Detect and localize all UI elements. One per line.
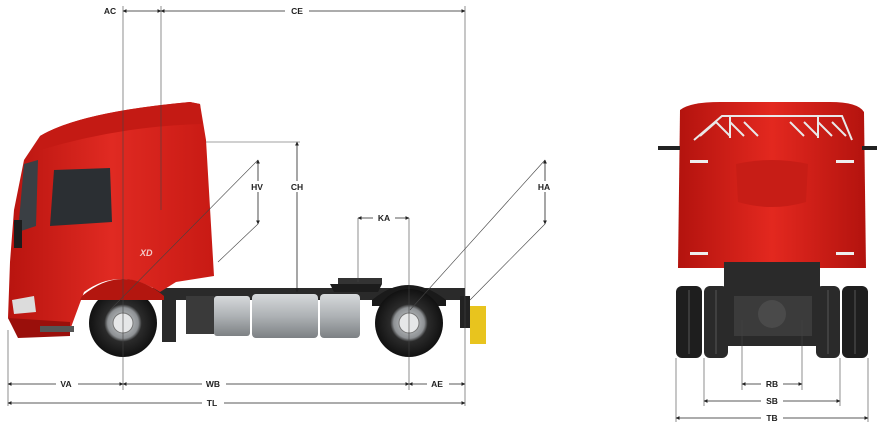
fuel-tank-3 — [320, 294, 360, 338]
rear-extension-lines — [675, 320, 869, 422]
dim-tl: TL — [7, 397, 466, 408]
rear-marker-light-left — [690, 160, 708, 163]
rear-lower-light-left — [690, 252, 708, 255]
dim-ae: AE — [408, 378, 466, 389]
dim-hv-label: HV — [251, 182, 263, 192]
rear-differential — [758, 300, 786, 328]
roof-rack — [693, 115, 853, 141]
headlight — [12, 296, 36, 314]
dim-ka: KA — [357, 212, 410, 223]
dim-tl-label: TL — [207, 398, 217, 408]
dim-ac: AC — [100, 5, 162, 16]
rear-view-truck — [658, 102, 877, 358]
dim-ch-label: CH — [291, 182, 303, 192]
fuel-tank-1 — [214, 296, 250, 336]
side-extension-lines — [7, 6, 546, 406]
cab-model-badge: XD — [139, 248, 153, 258]
front-bumper — [8, 318, 70, 338]
dim-ce-label: CE — [291, 6, 303, 16]
dim-ce: CE — [160, 5, 466, 16]
dim-ha-label: HA — [538, 182, 550, 192]
rear-left-mirror — [658, 146, 680, 150]
rear-light — [470, 306, 486, 344]
dim-rb: RB — [741, 378, 803, 389]
front-mudguard — [80, 279, 164, 300]
dim-va: VA — [7, 378, 124, 389]
dim-rb-label: RB — [766, 379, 778, 389]
front-axle-bracket — [162, 300, 176, 342]
rear-cab-panel — [736, 160, 808, 207]
dim-va-label: VA — [60, 379, 71, 389]
side-view-truck: XD — [8, 102, 486, 357]
cab-side-window — [50, 168, 112, 226]
dim-wb-label: WB — [206, 379, 220, 389]
dim-tb: TB — [675, 412, 869, 423]
fifth-wheel-plate — [338, 278, 382, 284]
side-mirror — [14, 220, 22, 248]
cab-step — [40, 326, 74, 332]
dim-sb-label: SB — [766, 396, 778, 406]
fuel-tank-2 — [252, 294, 318, 338]
battery-box — [186, 296, 214, 334]
rear-marker-light-right — [836, 160, 854, 163]
dim-tb-label: TB — [766, 413, 777, 423]
dim-sb: SB — [703, 395, 841, 406]
dim-wb: WB — [122, 378, 410, 389]
dim-ae-label: AE — [431, 379, 443, 389]
dim-ch: CH — [286, 141, 308, 293]
dim-ac-label: AC — [104, 6, 116, 16]
dim-ha: HA — [533, 159, 555, 225]
cab-windshield — [18, 160, 38, 232]
fifth-wheel — [330, 284, 382, 292]
dim-hv: HV — [246, 159, 268, 225]
cab-roof-spoiler — [40, 102, 202, 150]
rear-right-mirror — [862, 146, 877, 150]
dim-ka-label: KA — [378, 213, 390, 223]
rear-lower-light-right — [836, 252, 854, 255]
tire-treads — [688, 290, 856, 354]
